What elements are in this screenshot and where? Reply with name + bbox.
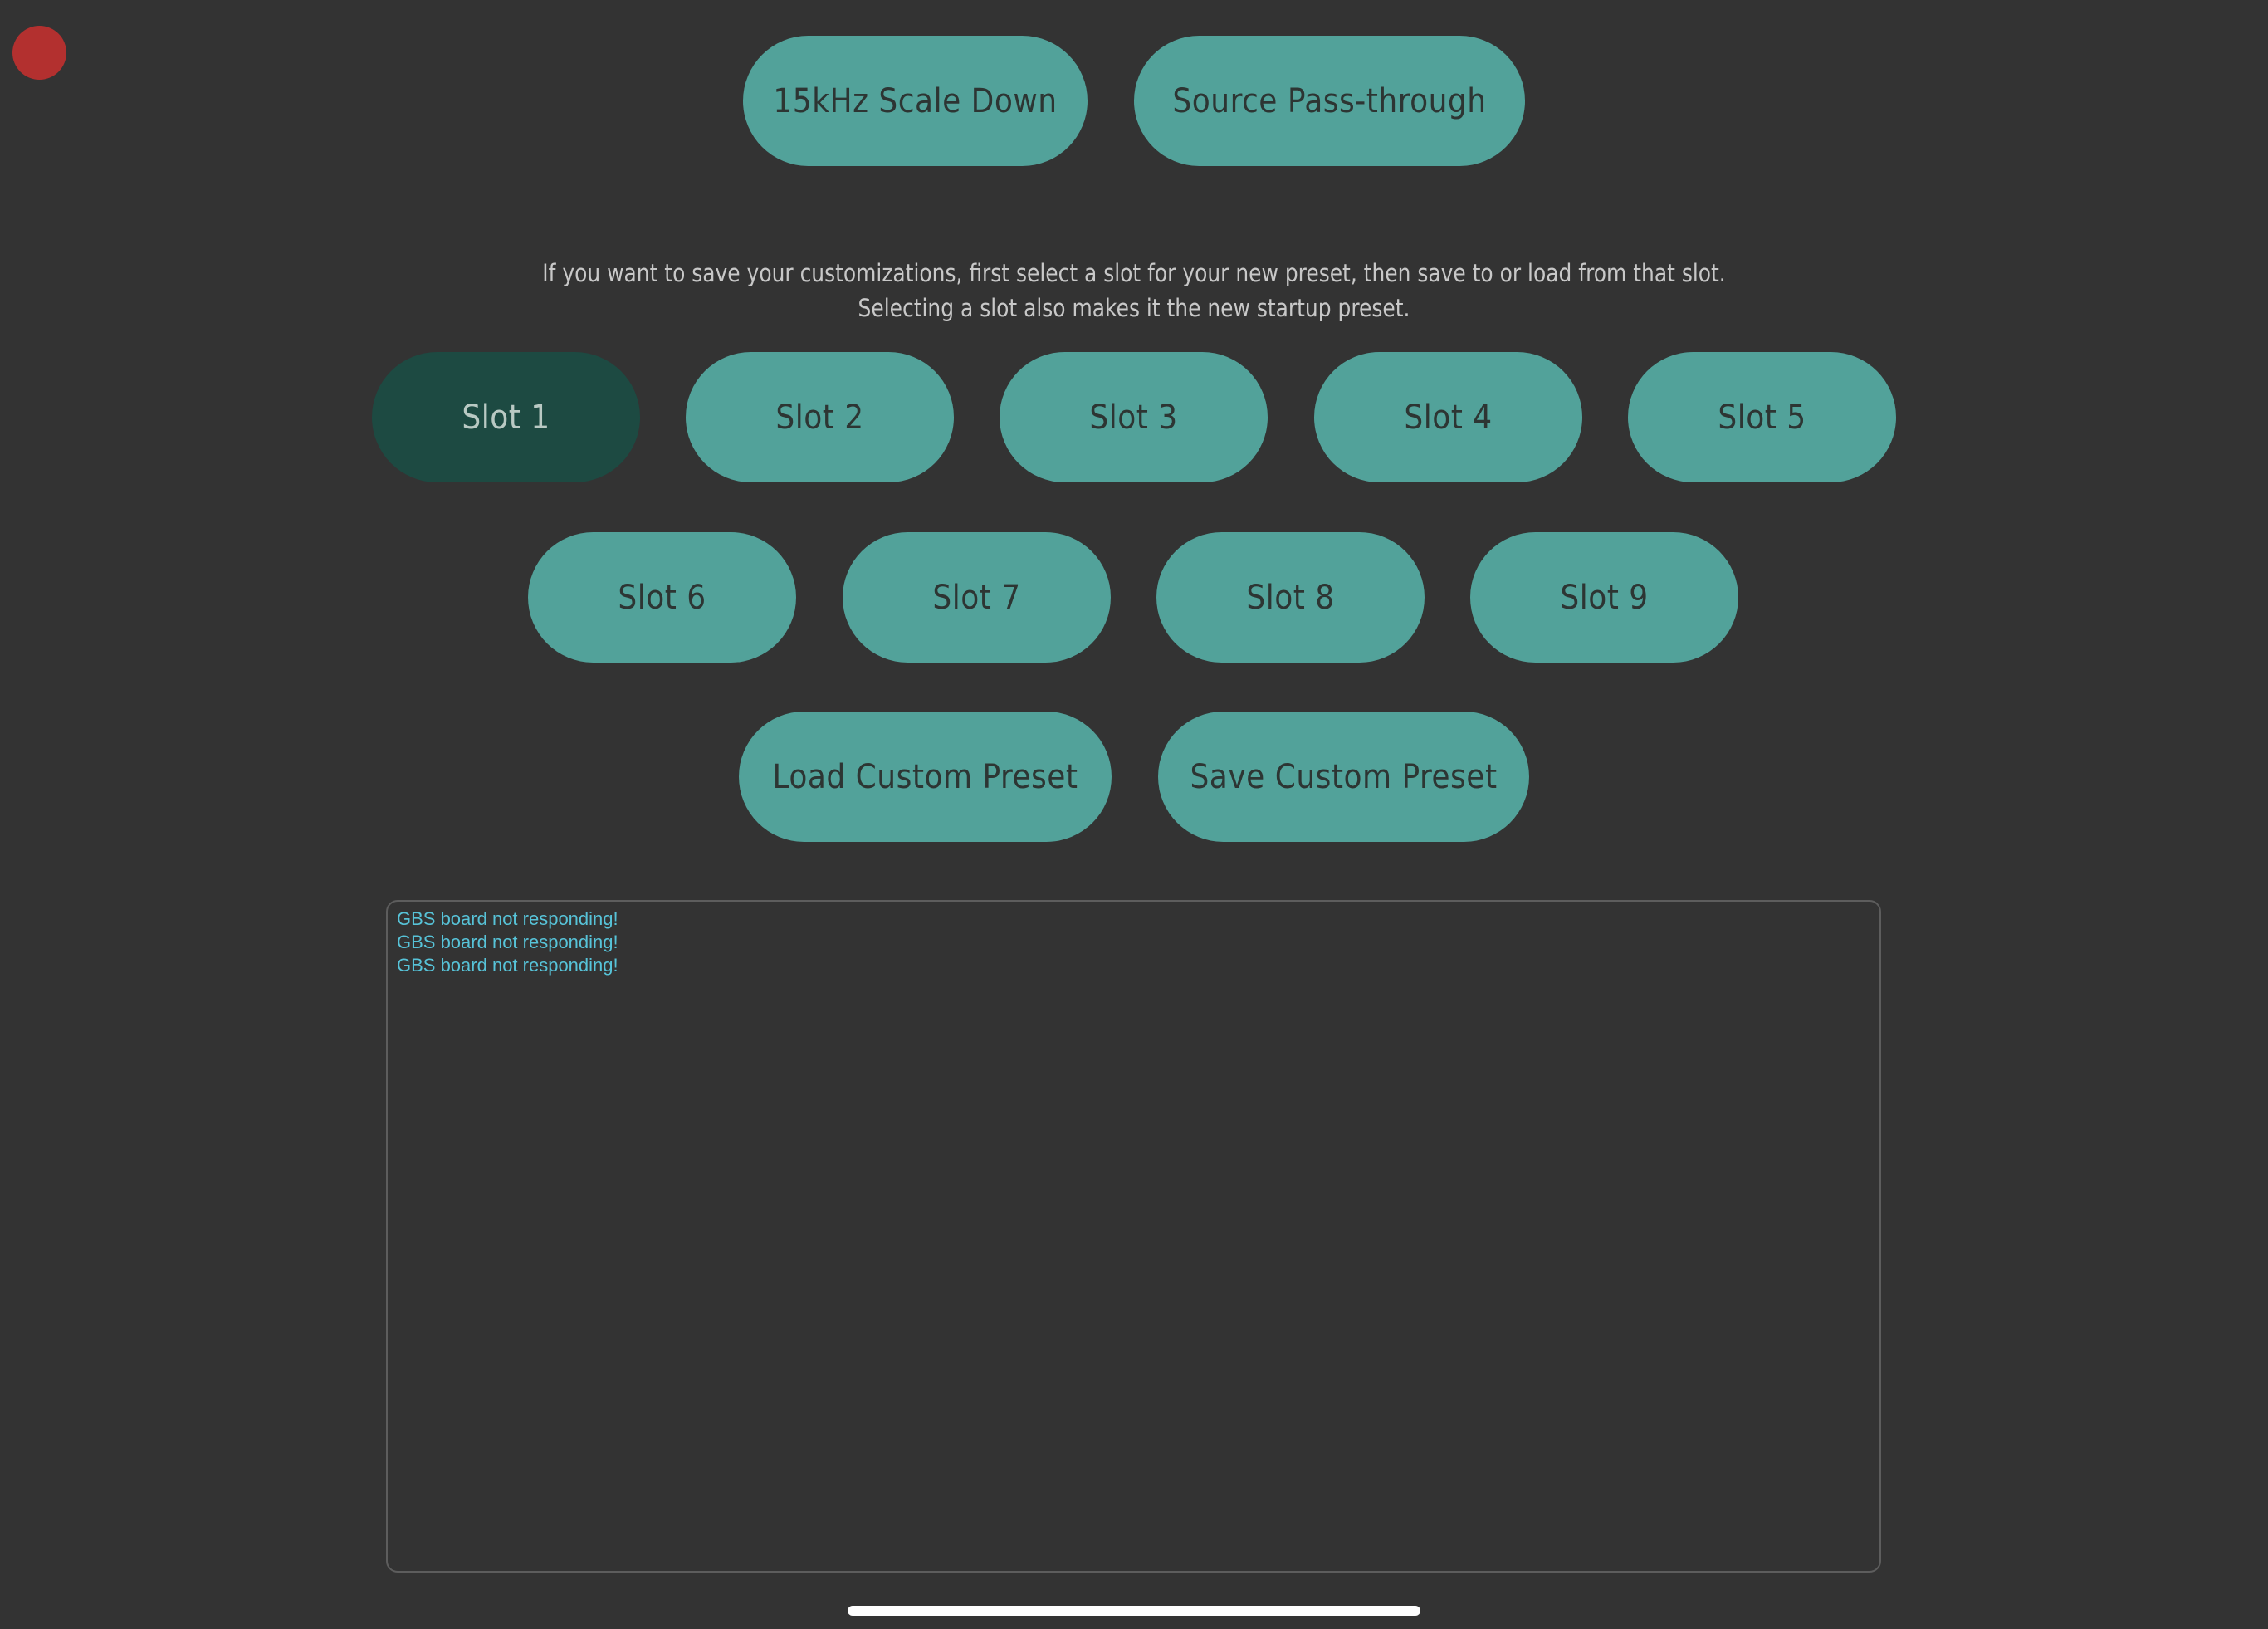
slot-instructions: If you want to save your customizations,… [159,256,2109,325]
slot-1-button[interactable]: Slot 1 [372,352,640,482]
console-line: GBS board not responding! [397,955,618,976]
slot-instructions-line-2: Selecting a slot also makes it the new s… [858,294,1410,322]
source-pass-through-button[interactable]: Source Pass-through [1134,36,1525,166]
console-line: GBS board not responding! [397,932,618,952]
load-custom-preset-button[interactable]: Load Custom Preset [739,712,1112,842]
slot-3-button[interactable]: Slot 3 [1000,352,1268,482]
slot-4-button[interactable]: Slot 4 [1314,352,1582,482]
home-indicator[interactable] [848,1606,1420,1616]
slot-7-button[interactable]: Slot 7 [843,532,1111,663]
scale-down-15khz-button[interactable]: 15kHz Scale Down [743,36,1088,166]
save-custom-preset-button[interactable]: Save Custom Preset [1158,712,1529,842]
slot-2-button[interactable]: Slot 2 [686,352,954,482]
console-output[interactable]: GBS board not responding! GBS board not … [386,900,1881,1573]
slot-instructions-line-1: If you want to save your customizations,… [542,259,1726,287]
slot-6-button[interactable]: Slot 6 [528,532,796,663]
slot-5-button[interactable]: Slot 5 [1628,352,1896,482]
console-line: GBS board not responding! [397,908,618,929]
slot-8-button[interactable]: Slot 8 [1156,532,1425,663]
slot-9-button[interactable]: Slot 9 [1470,532,1738,663]
connection-status-indicator [12,26,66,80]
